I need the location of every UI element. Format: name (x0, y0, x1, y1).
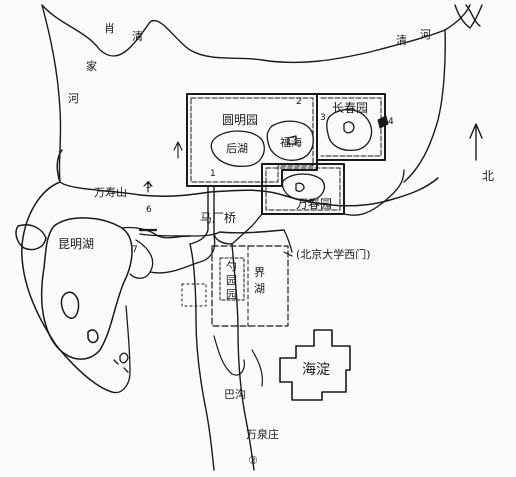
marker-3: 3 (320, 113, 326, 123)
label-yuanmingyuan: 圆明园 (222, 113, 258, 127)
label-haidian: 海淀 (302, 362, 330, 378)
label-wanquanzhuang: 万泉庄 (246, 427, 279, 441)
label-wanshoushan: 万寿山 (94, 185, 127, 199)
southern-streams (213, 335, 263, 387)
wanshoushan-hill (121, 226, 221, 279)
central-corridor (139, 185, 285, 471)
marker-4: 4 (388, 117, 394, 127)
label-shaoyuan-1: 勺 (226, 260, 237, 273)
haidian-town (279, 329, 351, 401)
marker-5: 5 (146, 181, 152, 191)
numbered-markers: 1 2 3 4 5 6 7 (132, 97, 394, 255)
xiaojiahe-river (41, 4, 141, 196)
label-wanchunyuan: 万春园 (296, 197, 332, 211)
qinghe-river (41, 4, 483, 183)
label-xiaojia-1: 肖 (104, 21, 115, 35)
label-pku-west-gate: (北京大学西门) (296, 247, 371, 261)
label-jiechun-2: 湖 (254, 282, 265, 295)
label-river-qing-2: 河 (420, 28, 431, 41)
label-north: 北 (482, 169, 494, 183)
map-labels: 清 清 河 肖 家 河 圆明园 长春园 福海 后湖 万春园 万寿山 昆明湖 马厂… (58, 21, 494, 467)
label-river-qing-1: 清 (396, 34, 407, 47)
wanchun-lake (281, 173, 326, 202)
label-houhu: 后湖 (226, 142, 248, 155)
label-fuhai: 福海 (280, 135, 302, 149)
marker-6: 6 (146, 205, 152, 215)
fuhai-lake (266, 120, 314, 161)
label-bagou: 巴沟 (224, 388, 246, 401)
road-arrows (143, 141, 293, 257)
label-shaoyuan-2: 园 (226, 274, 237, 287)
region-outline (21, 149, 439, 393)
label-xiaojia-2: 家 (86, 59, 97, 73)
marker-7: 7 (132, 245, 138, 255)
label-corner-mark: ② (248, 454, 258, 467)
label-river-qing-west: 清 (132, 30, 143, 43)
label-xiaojia-3: 河 (68, 92, 79, 105)
changchunyuan-wall (316, 93, 389, 161)
label-changchunyuan: 长春园 (332, 101, 368, 115)
label-shaoyuan-3: 园 (226, 288, 237, 301)
east-route (231, 169, 405, 253)
marker-1: 1 (210, 169, 216, 179)
houhu-lake (210, 130, 265, 168)
south-road (111, 305, 131, 394)
label-jiechun-1: 界 (254, 266, 265, 279)
marker-2: 2 (296, 97, 302, 107)
shaoyuan-garden (181, 245, 289, 327)
label-machangqiao: 马厂桥 (200, 211, 236, 225)
north-arrow (469, 123, 483, 161)
label-kunminghu: 昆明湖 (58, 236, 94, 251)
changchun-lake (326, 109, 373, 152)
